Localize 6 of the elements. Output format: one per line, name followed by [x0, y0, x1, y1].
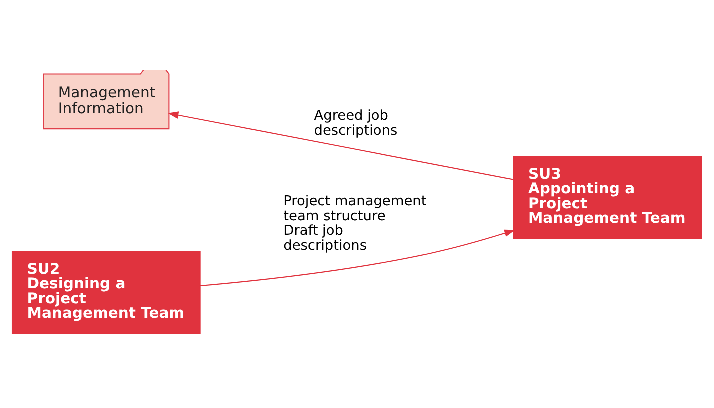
node-box: SU2 Designing a Project Management Team — [12, 250, 201, 334]
edge-label: Agreed job descriptions — [314, 108, 398, 139]
edge-label: Project management team structure Draft job descriptions — [284, 193, 427, 254]
node-box: SU3 Appointing a Project Management Team — [513, 156, 702, 240]
arrow — [168, 112, 514, 180]
arrow — [200, 230, 516, 287]
